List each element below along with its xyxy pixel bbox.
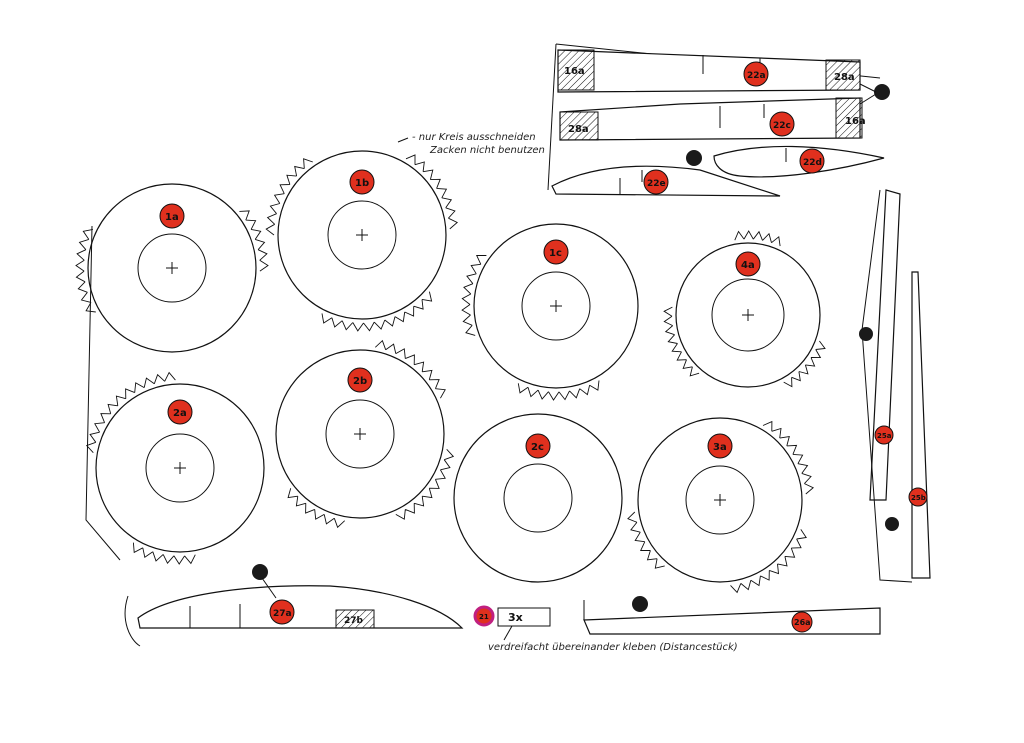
- gear-teeth: [517, 380, 600, 401]
- gear-marker: [167, 399, 193, 425]
- gear-marker: [543, 239, 569, 265]
- gear-marker: [707, 433, 733, 459]
- gear-teeth: [627, 511, 665, 569]
- bottom-wing: 27b: [124, 564, 464, 647]
- gear-3a: 3a: [627, 417, 815, 594]
- svg-text:25b: 25b: [911, 494, 926, 502]
- gear-marker: [159, 203, 185, 229]
- gear-teeth: [663, 306, 700, 377]
- gear-hub: [685, 465, 755, 535]
- gear-label: 1c: [549, 248, 562, 259]
- gear-teeth: [75, 228, 96, 313]
- spacer-part: 21 3x: [473, 605, 551, 641]
- svg-text:22e: 22e: [647, 179, 666, 189]
- marker-25b: 25b: [908, 487, 928, 507]
- gear-teeth: [734, 230, 781, 247]
- label-27b: 27b: [344, 616, 364, 626]
- gear-hub: [137, 233, 207, 303]
- svg-text:22d: 22d: [803, 158, 822, 168]
- svg-text:21: 21: [479, 613, 489, 621]
- label-28a: 28a: [834, 72, 855, 83]
- marker-27a: 27a: [269, 599, 295, 625]
- gear-4a: 4a: [663, 230, 826, 388]
- gear-outer: [453, 413, 623, 583]
- gear-teeth: [321, 291, 433, 332]
- svg-text:22a: 22a: [747, 71, 766, 81]
- gear-2c: 2c: [453, 413, 623, 583]
- svg-text:26a: 26a: [794, 618, 811, 627]
- gear-2b: 2b: [275, 339, 455, 529]
- note-cut-circle-line2: Zacken nicht benutzen: [429, 145, 545, 156]
- gear-teeth: [395, 448, 455, 520]
- marker-25a: 25a: [874, 425, 894, 445]
- gear-1b: 1b: [265, 150, 459, 332]
- gear-hub: [327, 200, 397, 270]
- gear-label: 4a: [741, 260, 755, 271]
- marker-22e: 22e: [643, 169, 669, 195]
- gear-label: 2a: [173, 408, 187, 419]
- svg-text:27a: 27a: [273, 609, 292, 619]
- gears-group: 1a 1b 1c 4a 2a 2b 2c 3a: [75, 150, 826, 594]
- gear-marker: [349, 169, 375, 195]
- svg-text:22c: 22c: [773, 121, 791, 131]
- marker-22c: 22c: [769, 111, 795, 137]
- gear-label: 2b: [353, 376, 367, 387]
- top-bar-2: 28a 16a: [559, 97, 866, 141]
- gear-teeth: [762, 420, 815, 495]
- gear-teeth: [374, 339, 446, 399]
- label-16a-second: 16a: [845, 116, 866, 127]
- gear-hub: [503, 463, 573, 533]
- marker-22a: 22a: [743, 61, 769, 87]
- gear-marker: [347, 367, 373, 393]
- small-wings: [551, 145, 885, 197]
- gear-teeth: [783, 340, 826, 388]
- gear-hub: [521, 271, 591, 341]
- gear-marker: [525, 433, 551, 459]
- gear-teeth: [85, 371, 176, 454]
- gear-teeth: [265, 158, 313, 236]
- gear-2a: 2a: [85, 371, 265, 565]
- gear-teeth: [239, 210, 269, 272]
- marker-26a: 26a: [791, 611, 813, 633]
- spacer-qty: 3x: [508, 611, 523, 624]
- gear-hub: [711, 278, 785, 352]
- gear-marker: [735, 251, 761, 277]
- gear-label: 2c: [531, 442, 544, 453]
- gear-teeth: [730, 529, 807, 594]
- long-spars: [859, 189, 931, 583]
- gear-hub: [325, 399, 395, 469]
- svg-text:25a: 25a: [877, 432, 892, 440]
- gear-teeth: [287, 488, 346, 529]
- note-cut-circle-line1: - nur Kreis ausschneiden: [412, 132, 536, 143]
- top-bar-1: 16a 28a: [557, 49, 861, 93]
- gear-teeth: [132, 542, 196, 565]
- gear-hub: [145, 433, 215, 503]
- bottom-strip: [583, 596, 881, 635]
- label-16a: 16a: [564, 66, 585, 77]
- marker-22d: 22d: [799, 148, 825, 174]
- label-28a-second: 28a: [568, 124, 589, 135]
- gear-1a: 1a: [75, 183, 269, 353]
- gear-teeth: [461, 255, 487, 336]
- gear-teeth: [405, 154, 459, 230]
- glue-note: verdreifacht übereinander kleben (Distan…: [488, 642, 738, 653]
- gear-label: 1a: [165, 212, 179, 223]
- gear-label: 1b: [355, 178, 369, 189]
- gear-label: 3a: [713, 442, 727, 453]
- gear-1c: 1c: [461, 223, 639, 401]
